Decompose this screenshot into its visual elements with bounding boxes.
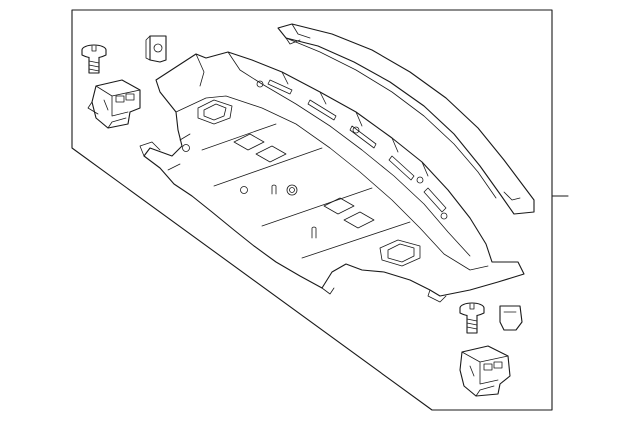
assembly-frame (71, 9, 553, 411)
upper-clip (145, 35, 167, 63)
lower-bolt (459, 302, 485, 334)
lower-clip (499, 305, 523, 331)
package-tray-panel (139, 51, 525, 303)
upper-bracket (87, 79, 141, 129)
lower-bracket (459, 345, 511, 397)
rear-trim-strip (277, 23, 535, 215)
upper-bolt (81, 44, 107, 74)
